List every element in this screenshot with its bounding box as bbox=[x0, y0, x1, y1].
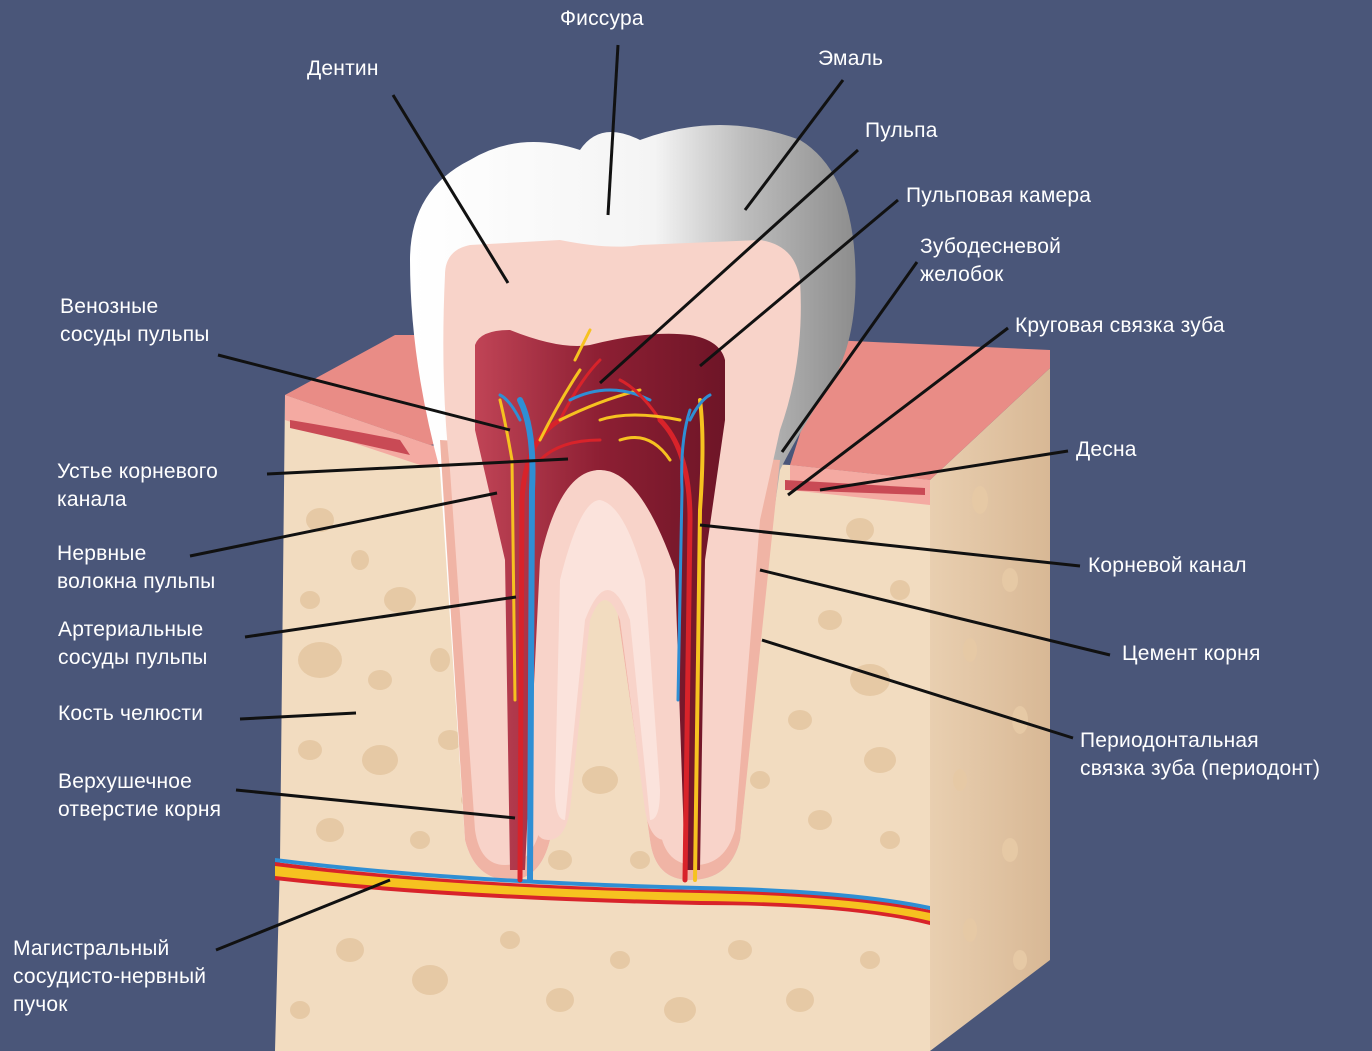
label-circular-ligament: Круговая связка зуба bbox=[1015, 312, 1225, 340]
label-gingival-sulcus: Зубодесневой желобок bbox=[920, 233, 1061, 289]
label-gum: Десна bbox=[1076, 436, 1137, 464]
label-canal-orifice: Устье корневого канала bbox=[57, 458, 218, 514]
label-arterial-vessels: Артериальные сосуды пульпы bbox=[58, 616, 208, 672]
label-enamel: Эмаль bbox=[818, 45, 883, 73]
label-venous-vessels: Венозные сосуды пульпы bbox=[60, 293, 210, 349]
label-pulp-chamber: Пульповая камера bbox=[906, 182, 1091, 210]
label-main-bundle: Магистральный сосудисто-нервный пучок bbox=[13, 935, 206, 1019]
label-root-cement: Цемент корня bbox=[1122, 640, 1261, 668]
label-root-canal: Корневой канал bbox=[1088, 552, 1247, 580]
label-fissura: Фиссура bbox=[560, 5, 644, 33]
label-pulp: Пульпа bbox=[865, 117, 938, 145]
label-apical-foramen: Верхушечное отверстие корня bbox=[58, 768, 221, 824]
label-nerve-fibers: Нервные волокна пульпы bbox=[57, 540, 215, 596]
label-jaw-bone: Кость челюсти bbox=[58, 700, 203, 728]
label-dentin: Дентин bbox=[307, 55, 379, 83]
label-periodontal-ligament: Периодонтальная связка зуба (периодонт) bbox=[1080, 727, 1320, 783]
